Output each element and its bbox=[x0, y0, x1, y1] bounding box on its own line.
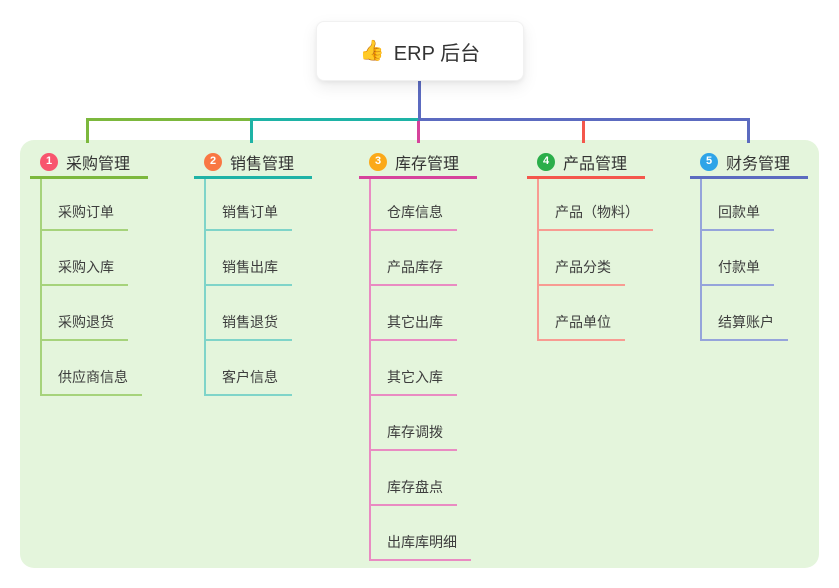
branch3-drop-line bbox=[417, 121, 420, 143]
branch5-horizontal-line bbox=[420, 118, 750, 121]
branch-topic[interactable]: 5 财务管理 bbox=[690, 147, 808, 179]
root-title: ERP 后台 bbox=[393, 42, 481, 65]
branch-items: 销售订单 销售出库 销售退货 客户信息 bbox=[204, 179, 292, 396]
branch-number-badge: 5 bbox=[700, 152, 718, 171]
branch-items: 仓库信息 产品库存 其它出库 其它入库 库存调拨 库存盘点 出库库明细 bbox=[369, 179, 471, 561]
branch-inventory: 3 库存管理 仓库信息 产品库存 其它出库 其它入库 库存调拨 库存盘点 出库库… bbox=[359, 147, 477, 561]
branch-items: 产品（物料） 产品分类 产品单位 bbox=[537, 179, 653, 341]
menu-item[interactable]: 仓库信息 bbox=[369, 202, 457, 231]
branch-topic[interactable]: 2 销售管理 bbox=[194, 147, 312, 179]
root-stem-line bbox=[418, 81, 421, 121]
branch-number-badge: 2 bbox=[204, 152, 222, 171]
branch-tree-line bbox=[369, 179, 371, 561]
branch-number-badge: 1 bbox=[40, 152, 58, 171]
branch5-drop-line bbox=[747, 118, 750, 143]
menu-item[interactable]: 销售退货 bbox=[204, 312, 292, 341]
branch-number-badge: 3 bbox=[369, 152, 387, 171]
menu-item[interactable]: 采购入库 bbox=[40, 257, 128, 286]
menu-item[interactable]: 采购订单 bbox=[40, 202, 128, 231]
branch-topic[interactable]: 3 库存管理 bbox=[359, 147, 477, 179]
branch-tree-line bbox=[204, 179, 206, 396]
branch-procurement: 1 采购管理 采购订单 采购入库 采购退货 供应商信息 bbox=[30, 147, 148, 396]
branch-tree-line bbox=[40, 179, 42, 396]
branch-items: 回款单 付款单 结算账户 bbox=[700, 179, 788, 341]
branch-topic[interactable]: 4 产品管理 bbox=[527, 147, 645, 179]
branch-finance: 5 财务管理 回款单 付款单 结算账户 bbox=[690, 147, 808, 341]
menu-item[interactable]: 库存调拨 bbox=[369, 422, 457, 451]
menu-item[interactable]: 回款单 bbox=[700, 202, 774, 231]
menu-item[interactable]: 产品分类 bbox=[537, 257, 625, 286]
branch4-drop-line bbox=[582, 121, 585, 143]
root-node[interactable]: 👍 ERP 后台 bbox=[316, 21, 524, 81]
menu-item[interactable]: 客户信息 bbox=[204, 367, 292, 396]
branch-label: 销售管理 bbox=[230, 155, 295, 173]
menu-item[interactable]: 销售订单 bbox=[204, 202, 292, 231]
branch-label: 库存管理 bbox=[395, 155, 460, 173]
menu-item[interactable]: 销售出库 bbox=[204, 257, 292, 286]
branch-items: 采购订单 采购入库 采购退货 供应商信息 bbox=[40, 179, 142, 396]
branch-tree-line bbox=[700, 179, 702, 341]
menu-item[interactable]: 付款单 bbox=[700, 257, 774, 286]
menu-item[interactable]: 库存盘点 bbox=[369, 477, 457, 506]
menu-item[interactable]: 结算账户 bbox=[700, 312, 788, 341]
menu-item[interactable]: 产品库存 bbox=[369, 257, 457, 286]
branch-sales: 2 销售管理 销售订单 销售出库 销售退货 客户信息 bbox=[194, 147, 312, 396]
menu-item[interactable]: 产品单位 bbox=[537, 312, 625, 341]
branch-label: 财务管理 bbox=[726, 155, 791, 173]
menu-item[interactable]: 其它出库 bbox=[369, 312, 457, 341]
branches-panel bbox=[20, 140, 819, 568]
menu-item[interactable]: 采购退货 bbox=[40, 312, 128, 341]
branch-product: 4 产品管理 产品（物料） 产品分类 产品单位 bbox=[527, 147, 653, 341]
menu-item[interactable]: 供应商信息 bbox=[40, 367, 142, 396]
branch-topic[interactable]: 1 采购管理 bbox=[30, 147, 148, 179]
branch-tree-line bbox=[537, 179, 539, 341]
branch2-drop-line bbox=[250, 118, 253, 143]
branch2-horizontal-line bbox=[250, 118, 420, 121]
branch-label: 采购管理 bbox=[66, 155, 131, 173]
branch-number-badge: 4 bbox=[537, 152, 555, 171]
branch1-drop-line bbox=[86, 118, 89, 143]
branch-label: 产品管理 bbox=[563, 155, 628, 173]
menu-item[interactable]: 其它入库 bbox=[369, 367, 457, 396]
menu-item[interactable]: 产品（物料） bbox=[537, 202, 653, 231]
menu-item[interactable]: 出库库明细 bbox=[369, 532, 471, 561]
thumbs-up-icon: 👍 bbox=[359, 40, 385, 62]
